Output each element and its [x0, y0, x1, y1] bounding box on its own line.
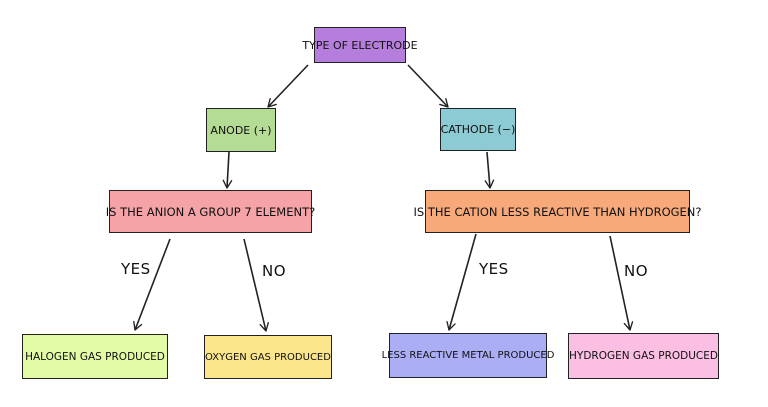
- arrow-anion-no: [243, 238, 269, 332]
- arrow-cation-no: [609, 235, 634, 331]
- edge-label-cation-yes: Yes: [479, 260, 509, 278]
- arrow-cation-yes: [446, 233, 477, 331]
- node-cathode: Cathode (−): [440, 108, 516, 151]
- arrow-root-to-anode: [267, 64, 309, 108]
- arrow-anion-yes: [133, 238, 171, 331]
- edge-label-anion-yes: Yes: [121, 260, 151, 278]
- node-anode: Anode (+): [206, 108, 276, 152]
- node-cation-question: Is the cation less reactive than hydroge…: [414, 190, 702, 233]
- node-oxygen-gas-produced: Oxygen gas produced: [204, 335, 332, 379]
- arrow-root-to-cathode: [407, 64, 449, 108]
- arrow-anode-to-question: [222, 151, 233, 189]
- edge-label-cation-no: No: [624, 262, 649, 280]
- node-type-of-electrode: Type of Electrode: [302, 27, 418, 63]
- arrow-cathode-to-question: [484, 151, 495, 189]
- edge-label-anion-no: No: [262, 262, 287, 280]
- node-anion-question: Is the anion a group 7 element?: [106, 190, 315, 233]
- node-hydrogen-gas-produced: Hydrogen gas produced: [568, 333, 719, 379]
- node-halogen-gas-produced: Halogen gas produced: [22, 334, 168, 379]
- node-less-reactive-metal-produced: Less reactive metal produced: [382, 333, 554, 378]
